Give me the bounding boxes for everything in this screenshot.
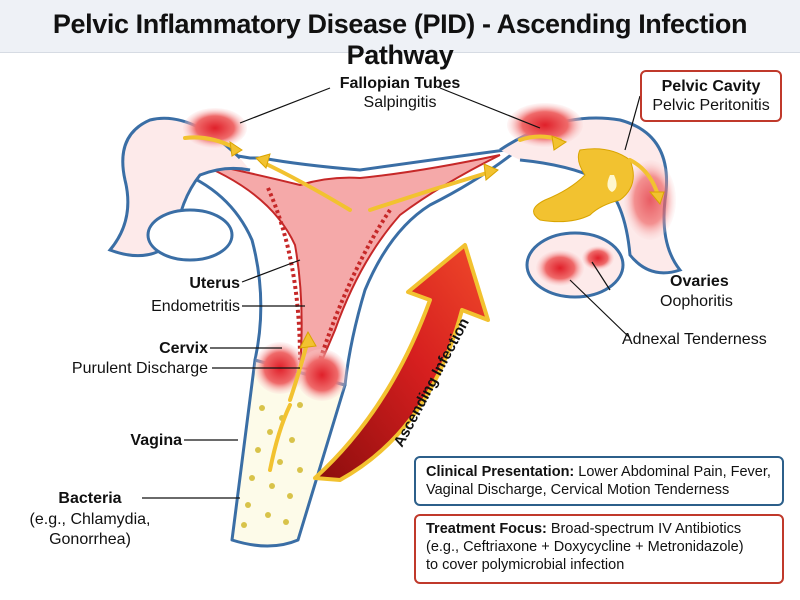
adnexal-tenderness-label: Adnexal Tenderness: [622, 331, 767, 348]
bacteria-dots: [241, 402, 303, 528]
treatment-focus-box: Treatment Focus: Broad-spectrum IV Antib…: [414, 514, 784, 584]
oophoritis-label: Oophoritis: [660, 293, 733, 310]
clinical-presentation-box: Clinical Presentation: Lower Abdominal P…: [414, 456, 784, 506]
bacteria-example-line2: Gonorrhea): [49, 531, 131, 548]
pelvic-cavity-label: Pelvic Cavity: [661, 78, 761, 95]
vagina-label: Vagina: [130, 432, 182, 449]
right-tube-inflammation: [507, 103, 583, 147]
cervix-label: Cervix: [159, 340, 208, 357]
treatment-text-line2: (e.g., Ceftriaxone + Doxycycline + Metro…: [426, 539, 744, 555]
title-bar: [0, 0, 800, 53]
left-fallopian-tube: [107, 116, 251, 258]
salpingitis-label: Salpingitis: [363, 94, 437, 111]
pelvic-peritonitis-label: Pelvic Peritonitis: [652, 97, 770, 114]
treatment-heading: Treatment Focus:: [426, 521, 547, 537]
pelvic-cavity-box: Pelvic Cavity Pelvic Peritonitis: [640, 70, 782, 122]
left-ovary: [146, 208, 234, 262]
clinical-heading: Clinical Presentation:: [426, 464, 575, 480]
bacteria-label: Bacteria: [58, 490, 122, 507]
page-title: Pelvic Inflammatory Disease (PID) - Asce…: [52, 9, 748, 70]
uterus-label: Uterus: [189, 275, 240, 292]
purulent-discharge-label: Purulent Discharge: [71, 360, 208, 377]
ovaries-label: Ovaries: [670, 273, 729, 290]
uterine-cavity: [189, 154, 501, 372]
treatment-text-line1: Broad-spectrum IV Antibiotics: [550, 521, 742, 537]
cervix-inflammation-right: [296, 349, 348, 401]
leader-lines: [142, 87, 641, 499]
pelvic-pus: [533, 148, 634, 223]
ascending-infection-arrow: [313, 243, 490, 482]
bacteria-example-line1: (e.g., Chlamydia,: [29, 511, 151, 528]
clinical-text: Lower Abdominal Pain, Fever, Vaginal Dis…: [426, 464, 771, 498]
treatment-text-line3: to cover polymicrobial infection: [426, 557, 625, 573]
endometritis-label: Endometritis: [151, 298, 240, 315]
fallopian-tubes-label: Fallopian Tubes: [339, 75, 461, 92]
